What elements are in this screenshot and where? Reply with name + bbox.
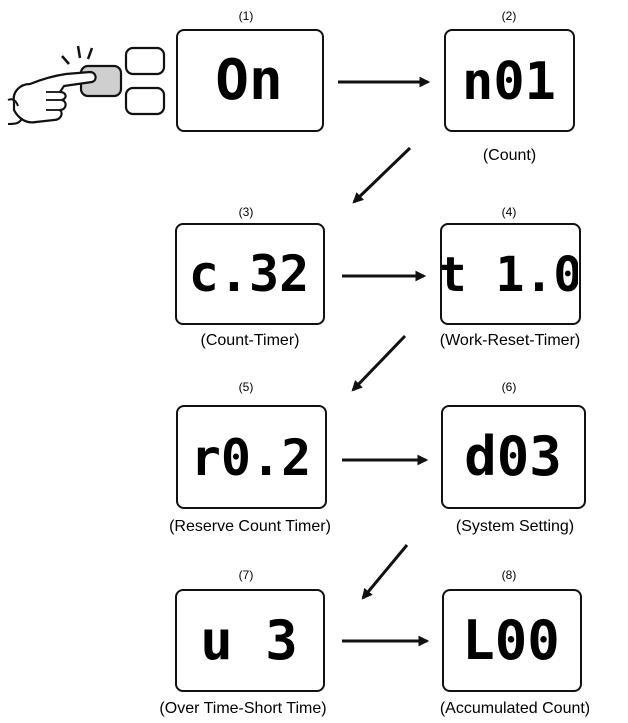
display-box-5: r0.2: [176, 405, 327, 509]
display-6-text: d03: [464, 425, 562, 488]
display-box-3: c.32: [175, 223, 325, 325]
step-7-number: (7): [238, 568, 254, 582]
display-box-2: n01: [444, 29, 575, 132]
display-5-text: r0.2: [191, 429, 311, 487]
caption-count-timer: (Count-Timer): [200, 332, 300, 349]
step-1-number: (1): [238, 9, 254, 23]
display-box-7: u 3: [175, 589, 325, 692]
display-box-1: On: [176, 29, 324, 132]
display-box-6: d03: [441, 405, 586, 509]
display-4-text: t 1.0: [442, 247, 578, 303]
hand-pressing-button-icon: [7, 45, 166, 125]
caption-system-setting: (System Setting): [455, 518, 575, 535]
step-6-number: (6): [501, 380, 517, 394]
display-1-text: On: [215, 48, 282, 113]
arrow-down-left-icon: [351, 334, 407, 392]
display-2-text: n01: [462, 52, 556, 112]
caption-count: (Count): [482, 147, 537, 164]
caption-accumulated-count: (Accumulated Count): [439, 700, 591, 717]
caption-reserve-count-timer: (Reserve Count Timer): [169, 518, 331, 535]
display-7-text: u 3: [200, 609, 298, 672]
display-box-4: t 1.0: [440, 223, 581, 325]
display-box-8: L00: [442, 589, 582, 692]
arrow-down-left-icon: [352, 146, 412, 204]
step-8-number: (8): [501, 568, 517, 582]
display-8-text: L00: [462, 609, 560, 672]
step-2-number: (2): [501, 9, 517, 23]
step-4-number: (4): [501, 205, 517, 219]
caption-work-reset-timer: (Work-Reset-Timer): [439, 332, 581, 349]
display-3-text: c.32: [189, 245, 309, 303]
step-5-number: (5): [238, 380, 254, 394]
step-3-number: (3): [238, 205, 254, 219]
arrow-down-left-icon: [361, 544, 409, 600]
caption-over-time-short-time: (Over Time-Short Time): [159, 700, 327, 717]
